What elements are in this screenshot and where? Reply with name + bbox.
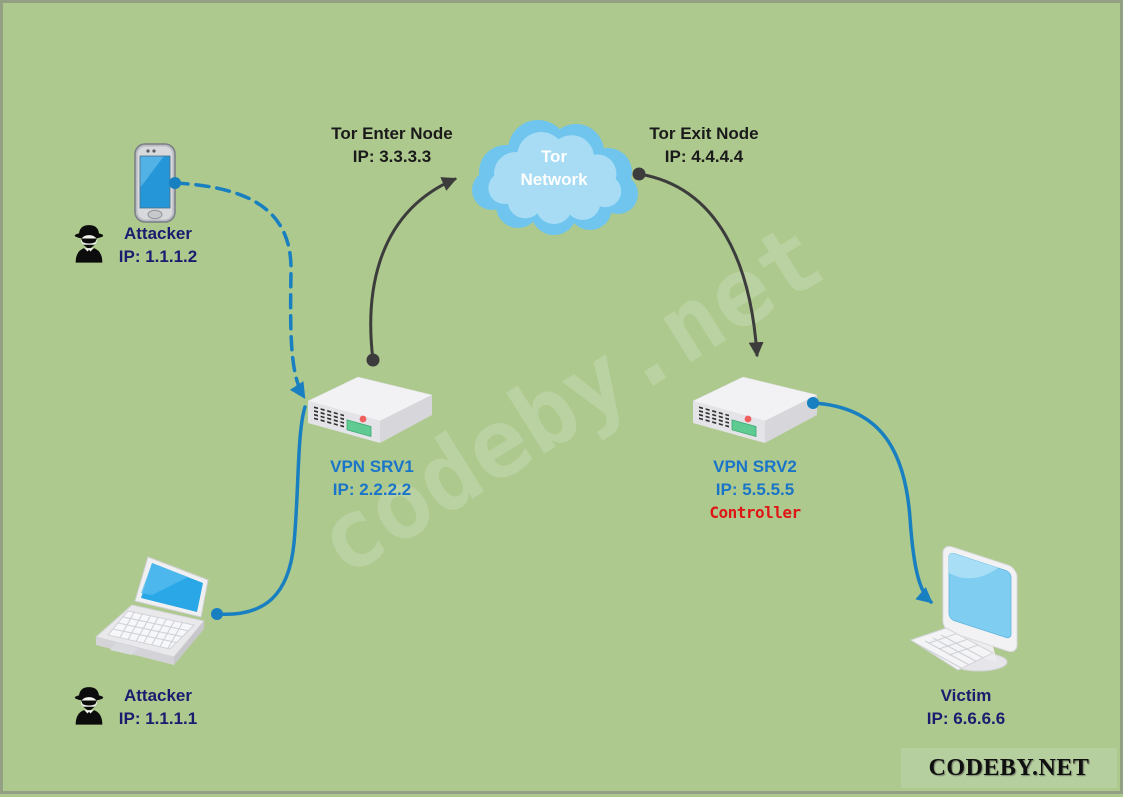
port-dot-vpn1-top — [366, 353, 380, 367]
spy-icon — [74, 683, 104, 728]
codeby-brand-text: CODEBY.NET — [928, 754, 1090, 781]
controller-tag: Controller — [709, 503, 801, 522]
vpn-srv1-label: VPN SRV1 IP: 2.2.2.2 — [330, 457, 414, 499]
port-dot-phone — [169, 177, 181, 189]
vpn-server2-icon — [691, 375, 819, 451]
port-dot-laptop — [211, 608, 223, 620]
vpn-srv2-label: VPN SRV2 IP: 5.5.5.5 Controller — [686, 455, 824, 524]
tor-enter-node-label: Tor Enter Node IP: 3.3.3.3 — [331, 124, 453, 166]
tor-exit-node-label: Tor Exit Node IP: 4.4.4.4 — [649, 124, 759, 166]
link-phone-to-vpn1 — [173, 181, 306, 400]
link-tor-to-vpn2 — [637, 172, 764, 358]
laptop-icon — [88, 553, 223, 675]
attacker-laptop-label: Attacker IP: 1.1.1.1 — [118, 686, 198, 728]
port-dot-tor-exit — [632, 167, 646, 181]
link-laptop-to-vpn1 — [215, 405, 307, 616]
victim-label: Victim IP: 6.6.6.6 — [926, 686, 1006, 728]
link-vpn1-to-tor — [369, 177, 458, 362]
attacker-phone-label: Attacker IP: 1.1.1.2 — [118, 224, 198, 266]
tor-cloud-label: Tor Network — [520, 147, 588, 189]
vpn-server1-icon — [306, 375, 434, 451]
codeby-brand-badge: CODEBY.NET — [901, 748, 1117, 788]
port-dot-vpn2 — [807, 397, 819, 409]
tor-cloud-icon — [466, 110, 642, 238]
link-vpn2-to-victim — [811, 401, 933, 604]
spy-icon — [74, 221, 104, 266]
smartphone-icon — [134, 143, 176, 223]
connections-layer — [169, 167, 933, 620]
desktop-computer-icon — [903, 538, 1025, 676]
